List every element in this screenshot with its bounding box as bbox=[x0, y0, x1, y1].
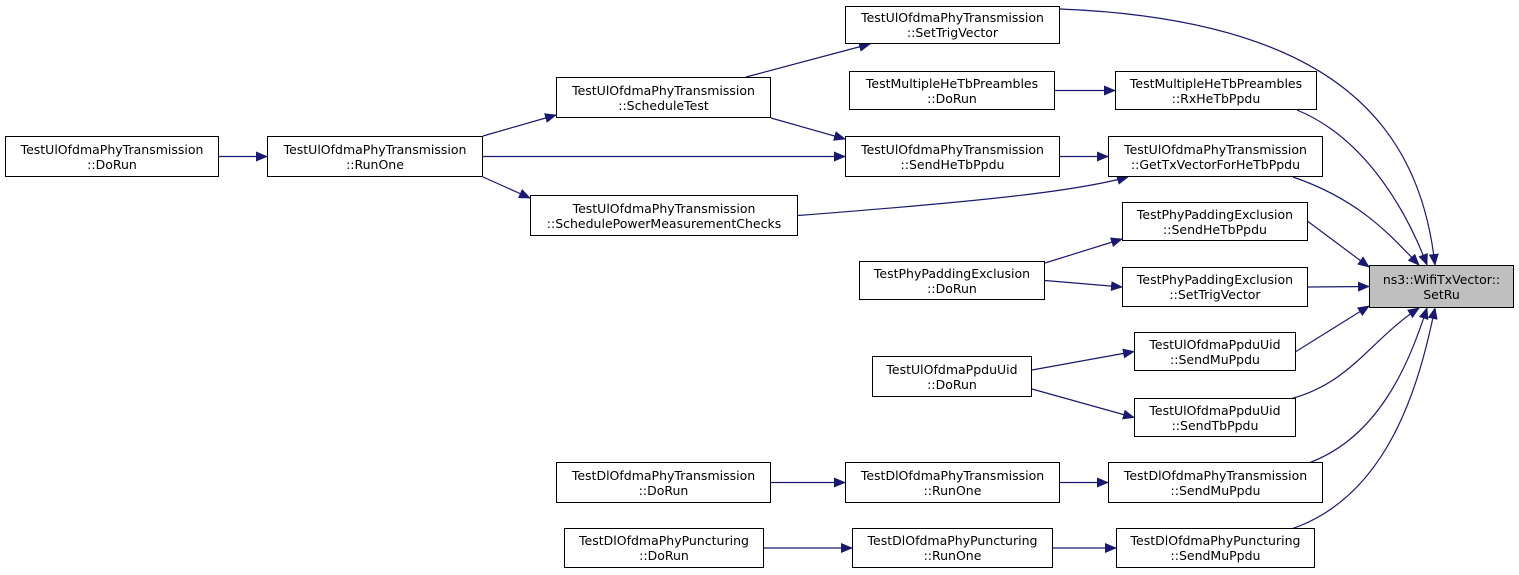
node-ppdu-uid-send-tb-ppdu[interactable]: TestUlOfdmaPpduUid ::SendTbPpdu bbox=[1134, 398, 1296, 437]
node-dl-puncturing-send-mu-ppdu[interactable]: TestDlOfdmaPhyPuncturing ::SendMuPpdu bbox=[1116, 528, 1315, 568]
node-padding-send-hetb-ppdu[interactable]: TestPhyPaddingExclusion ::SendHeTbPpdu bbox=[1122, 202, 1308, 241]
node-dl-run-one[interactable]: TestDlOfdmaPhyTransmission ::RunOne bbox=[845, 462, 1060, 503]
node-line1: TestUlOfdmaPhyTransmission bbox=[283, 141, 467, 157]
node-line2: ::DoRun bbox=[927, 90, 977, 106]
node-line1: TestDlOfdmaPhyPuncturing bbox=[579, 533, 749, 548]
node-line1: TestUlOfdmaPpduUid bbox=[1149, 402, 1281, 418]
node-ul-schedule-test[interactable]: TestUlOfdmaPhyTransmission ::ScheduleTes… bbox=[556, 77, 771, 118]
edge-pad_settrig-to-root bbox=[1307, 281, 1370, 292]
node-ul-schedule-power-measurement-checks[interactable]: TestUlOfdmaPhyTransmission ::SchedulePow… bbox=[530, 195, 798, 236]
node-line1: TestUlOfdmaPhyTransmission bbox=[861, 10, 1044, 25]
node-line1: TestUlOfdmaPhyTransmission bbox=[861, 141, 1044, 157]
edge-multi_rx-to-root bbox=[1296, 109, 1428, 266]
node-line2: ::SendMuPpdu bbox=[1170, 351, 1260, 367]
edge-ul_sched-to-ul_sendhetb bbox=[770, 117, 846, 141]
edge-ul_runone-to-ul_power bbox=[482, 176, 531, 199]
node-line2: ::RunOne bbox=[923, 482, 982, 498]
node-line2: ::DoRun bbox=[638, 482, 689, 498]
node-line2: ::GetTxVectorForHeTbPpdu bbox=[1130, 156, 1301, 172]
node-line2: ::DoRun bbox=[87, 156, 137, 172]
node-multi-rx-hetb-ppdu[interactable]: TestMultipleHeTbPreambles ::RxHeTbPpdu bbox=[1115, 71, 1317, 110]
node-ppdu-uid-dorun[interactable]: TestUlOfdmaPpduUid ::DoRun bbox=[872, 356, 1032, 397]
node-line1: TestUlOfdmaPhyTransmission bbox=[1124, 141, 1307, 157]
node-line2: SetRu bbox=[1423, 286, 1460, 302]
edge-pad_send-to-root bbox=[1307, 221, 1370, 268]
edge-uid_dorun-to-uid_tb bbox=[1031, 388, 1135, 420]
node-root-setru: ns3::WifiTxVector:: SetRu bbox=[1369, 265, 1514, 308]
node-line1: TestDlOfdmaPhyTransmission bbox=[571, 467, 756, 483]
node-line1: ns3::WifiTxVector:: bbox=[1382, 271, 1501, 287]
node-padding-dorun[interactable]: TestPhyPaddingExclusion ::DoRun bbox=[859, 261, 1045, 300]
node-line1: TestUlOfdmaPhyTransmission bbox=[572, 200, 756, 216]
node-line1: TestDlOfdmaPhyPuncturing bbox=[867, 533, 1038, 548]
edge-dlp_sendmu-to-root bbox=[1284, 307, 1438, 532]
edge-ul_gettx-to-root bbox=[1292, 176, 1420, 266]
node-line2: ::DoRun bbox=[927, 280, 977, 296]
node-line1: TestMultipleHeTbPreambles bbox=[865, 75, 1039, 91]
node-dl-send-mu-ppdu[interactable]: TestDlOfdmaPhyTransmission ::SendMuPpdu bbox=[1108, 462, 1323, 503]
edge-ul_settrig-to-root bbox=[1059, 8, 1439, 266]
edge-ul_runone-to-ul_sched bbox=[482, 113, 557, 137]
edge-dl_sendmu-to-root bbox=[1302, 307, 1429, 466]
node-line1: TestUlOfdmaPhyTransmission bbox=[20, 141, 204, 157]
node-line2: ::RxHeTbPpdu bbox=[1171, 90, 1261, 106]
node-ul-run-one[interactable]: TestUlOfdmaPhyTransmission ::RunOne bbox=[267, 136, 483, 177]
node-line1: TestDlOfdmaPhyTransmission bbox=[1123, 467, 1308, 483]
node-line1: TestUlOfdmaPhyTransmission bbox=[572, 82, 755, 98]
node-line2: ::SendHeTbPpdu bbox=[900, 156, 1005, 172]
node-ul-dorun[interactable]: TestUlOfdmaPhyTransmission ::DoRun bbox=[5, 136, 219, 177]
edge-uid_tb-to-root bbox=[1285, 307, 1420, 401]
node-line2: ::SendMuPpdu bbox=[1170, 482, 1261, 498]
node-line1: TestUlOfdmaPpduUid bbox=[886, 361, 1018, 377]
node-padding-set-trig-vector[interactable]: TestPhyPaddingExclusion ::SetTrigVector bbox=[1122, 267, 1308, 307]
node-line2: ::SendMuPpdu bbox=[1170, 548, 1261, 563]
node-line2: ::DoRun bbox=[927, 376, 977, 392]
node-line1: TestDlOfdmaPhyPuncturing bbox=[1130, 533, 1301, 548]
node-line2: ::SetTrigVector bbox=[1169, 287, 1261, 302]
node-line2: ::SendTbPpdu bbox=[1171, 417, 1259, 433]
node-line1: TestMultipleHeTbPreambles bbox=[1129, 75, 1303, 91]
node-line2: ::SendHeTbPpdu bbox=[1163, 221, 1267, 237]
edge-ul_power-to-ul_gettx bbox=[797, 175, 1129, 217]
node-ul-set-trig-vector[interactable]: TestUlOfdmaPhyTransmission ::SetTrigVect… bbox=[845, 6, 1060, 44]
node-line2: ::RunOne bbox=[923, 548, 982, 563]
edge-uid_dorun-to-uid_mu bbox=[1031, 348, 1135, 371]
node-line2: ::SchedulePowerMeasurementChecks bbox=[546, 215, 782, 231]
node-line2: ::SetTrigVector bbox=[906, 25, 999, 40]
node-line2: ::ScheduleTest bbox=[618, 97, 709, 113]
edge-pad_dorun-to-pad_send bbox=[1044, 237, 1123, 264]
node-ul-get-tx-vector-for-hetb-ppdu[interactable]: TestUlOfdmaPhyTransmission ::GetTxVector… bbox=[1108, 136, 1323, 177]
node-line1: TestPhyPaddingExclusion bbox=[873, 265, 1031, 281]
node-dl-puncturing-dorun[interactable]: TestDlOfdmaPhyPuncturing ::DoRun bbox=[564, 528, 764, 568]
node-dl-puncturing-run-one[interactable]: TestDlOfdmaPhyPuncturing ::RunOne bbox=[852, 528, 1053, 568]
edge-pad_dorun-to-pad_settrig bbox=[1044, 279, 1123, 292]
edge-ul_sched-to-ul_settrig bbox=[745, 41, 871, 78]
node-line1: TestPhyPaddingExclusion bbox=[1136, 272, 1294, 287]
node-line1: TestUlOfdmaPpduUid bbox=[1149, 336, 1281, 352]
node-line1: TestPhyPaddingExclusion bbox=[1136, 206, 1294, 222]
node-line2: ::RunOne bbox=[346, 156, 404, 172]
edge-uid_mu-to-root bbox=[1295, 305, 1370, 353]
node-ppdu-uid-send-mu-ppdu[interactable]: TestUlOfdmaPpduUid ::SendMuPpdu bbox=[1134, 332, 1296, 371]
node-multi-dorun[interactable]: TestMultipleHeTbPreambles ::DoRun bbox=[849, 71, 1055, 110]
node-line2: ::DoRun bbox=[639, 548, 689, 563]
node-dl-dorun[interactable]: TestDlOfdmaPhyTransmission ::DoRun bbox=[556, 462, 771, 503]
node-ul-send-hetb-ppdu[interactable]: TestUlOfdmaPhyTransmission ::SendHeTbPpd… bbox=[845, 136, 1060, 177]
node-line1: TestDlOfdmaPhyTransmission bbox=[860, 467, 1045, 483]
